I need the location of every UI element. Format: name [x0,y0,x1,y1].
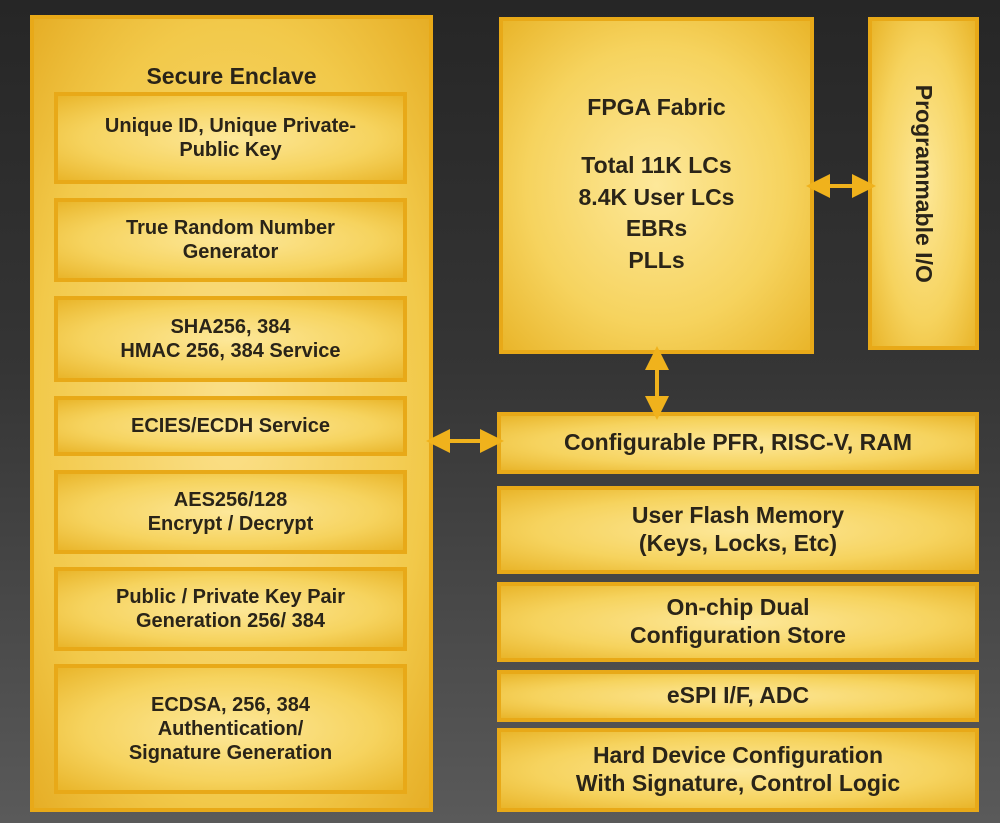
trng-block: True Random Number Generator [54,198,407,282]
ecdsa-block: ECDSA, 256, 384 Authentication/ Signatur… [54,664,407,794]
key-pair-generation-block: Public / Private Key Pair Generation 256… [54,567,407,651]
fpga-fabric-details: Total 11K LCs 8.4K User LCs EBRs PLLs [578,151,735,274]
hard-device-configuration-block: Hard Device Configuration With Signature… [497,728,979,812]
unique-id-block: Unique ID, Unique Private- Public Key [54,92,407,184]
espi-adc-block: eSPI I/F, ADC [497,670,979,722]
fpga-fabric-title: FPGA Fabric [587,94,726,121]
secure-enclave-title: Secure Enclave [146,63,317,89]
programmable-io-block: Programmable I/O [868,17,979,350]
user-flash-memory-block: User Flash Memory (Keys, Locks, Etc) [497,486,979,574]
fpga-fabric-block: FPGA Fabric Total 11K LCs 8.4K User LCs … [499,17,814,354]
sha-hmac-block: SHA256, 384 HMAC 256, 384 Service [54,296,407,382]
ecies-ecdh-block: ECIES/ECDH Service [54,396,407,456]
dual-configuration-store-block: On-chip Dual Configuration Store [497,582,979,662]
aes-block: AES256/128 Encrypt / Decrypt [54,470,407,554]
